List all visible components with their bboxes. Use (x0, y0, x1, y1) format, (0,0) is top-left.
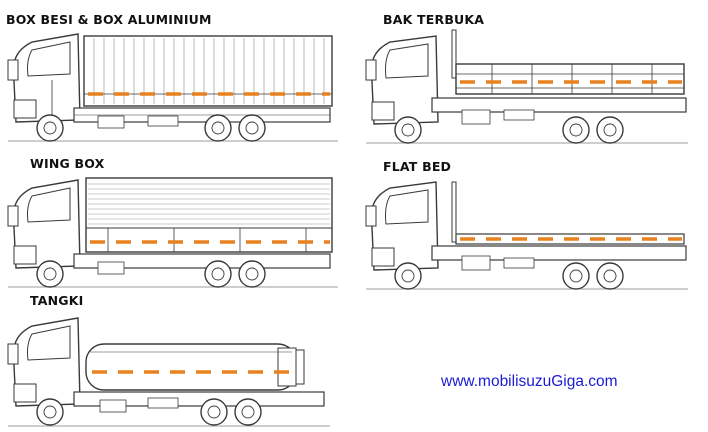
box-truck-icon (7, 33, 338, 142)
wing-box-truck-icon (7, 177, 338, 288)
label-box-truck: BOX BESI & BOX ALUMINIUM (6, 12, 212, 27)
open-cargo-truck-illustration (365, 29, 688, 144)
label-wing-box-truck: WING BOX (30, 156, 105, 171)
open-cargo-truck-icon (365, 29, 688, 144)
label-flatbed-truck: FLAT BED (383, 159, 452, 174)
flatbed-truck-illustration (365, 176, 688, 290)
tanker-truck-icon (7, 317, 330, 427)
label-open-cargo-truck: BAK TERBUKA (383, 12, 485, 27)
website-link[interactable]: www.mobilisuzuGiga.com (441, 373, 618, 390)
label-tanker-truck: TANGKI (30, 293, 84, 308)
wing-box-truck-illustration (7, 176, 338, 288)
tanker-truck-illustration (7, 314, 330, 428)
box-truck-illustration (7, 30, 338, 142)
flatbed-truck-icon (365, 181, 688, 290)
